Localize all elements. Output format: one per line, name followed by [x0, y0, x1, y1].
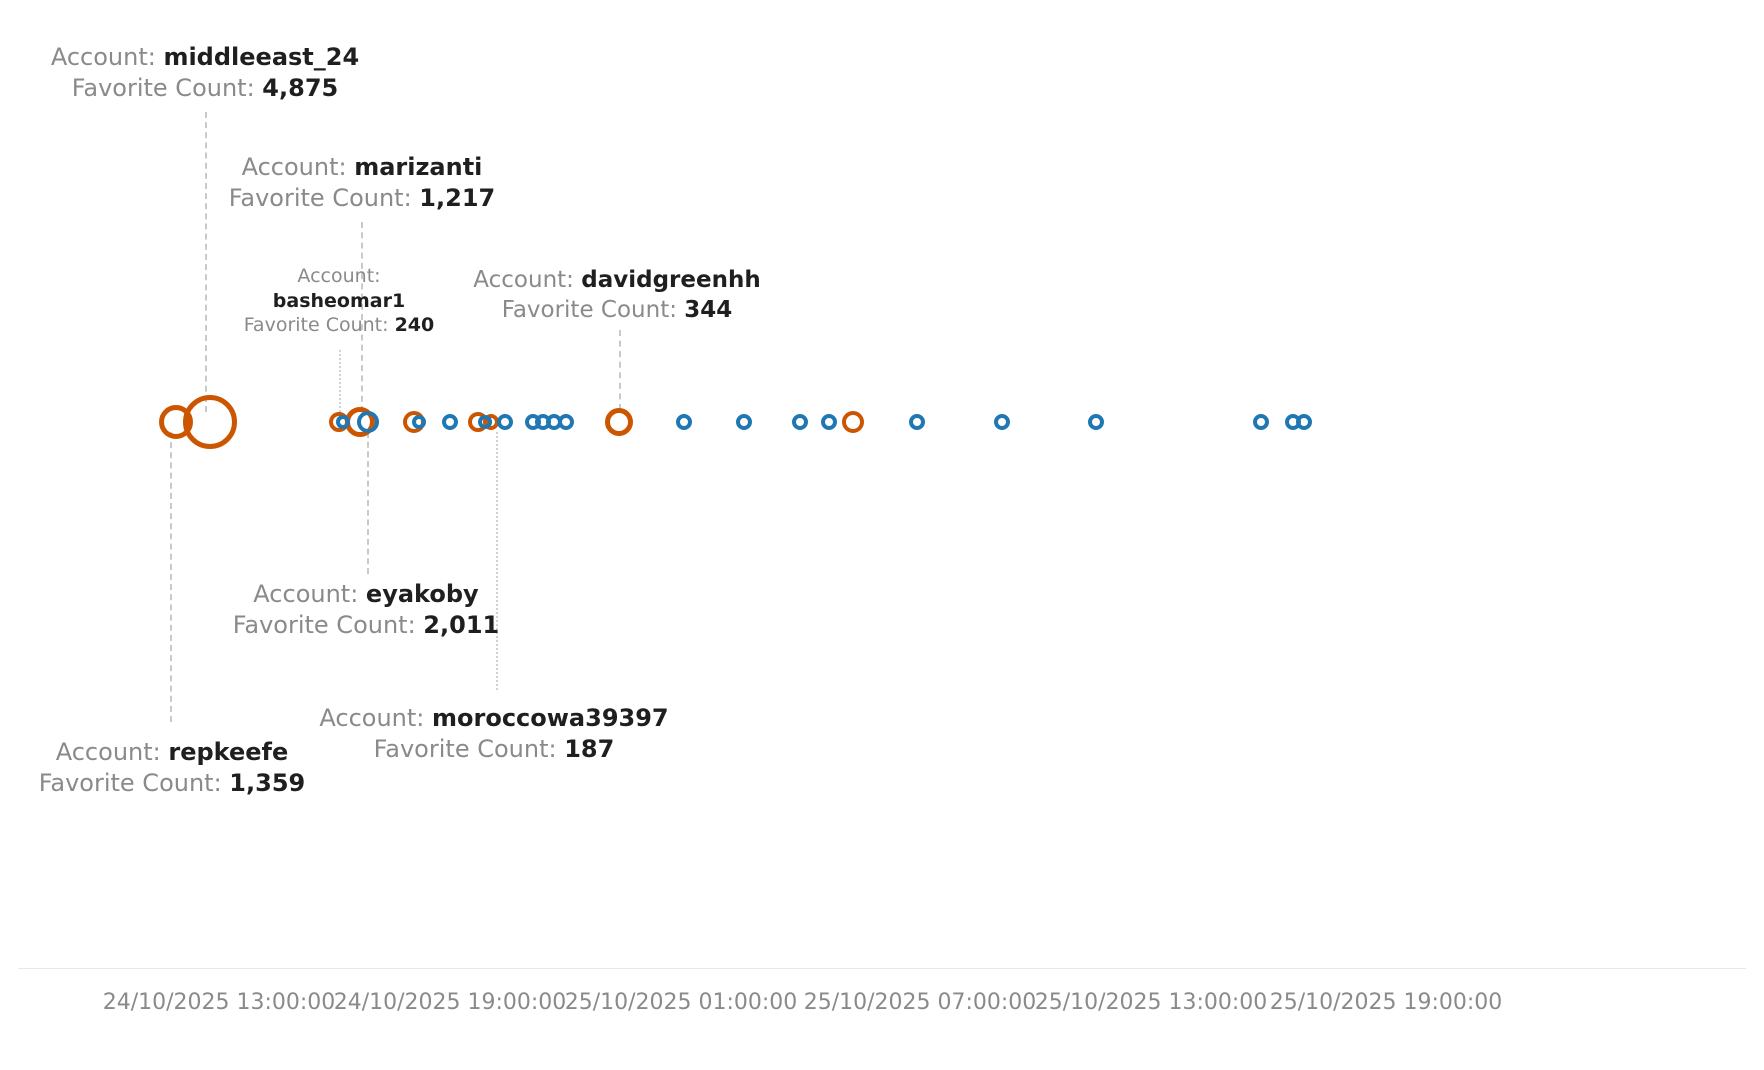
data-point-marker[interactable] — [676, 414, 692, 430]
annotation-account-name: basheomar1 — [272, 289, 406, 312]
annotation-davidgreenhh: Account: davidgreenhh Favorite Count: 34… — [473, 266, 760, 326]
data-point-marker[interactable] — [1253, 414, 1269, 430]
annotation-favorite-line: Favorite Count: 1,359 — [38, 769, 306, 798]
data-point-marker[interactable] — [821, 414, 837, 430]
leader-line-marizanti — [361, 222, 363, 412]
annotation-favorite-line: Favorite Count: 4,875 — [71, 74, 339, 103]
annotation-favorite-line: Favorite Count: 344 — [501, 296, 733, 323]
data-point-marker[interactable] — [497, 414, 513, 430]
leader-line-eyakoby — [367, 432, 369, 574]
annotation-basheomar1: Account: basheomar1 Favorite Count: 240 — [244, 264, 435, 338]
data-point-marker[interactable] — [183, 395, 237, 449]
x-axis-tick-label: 25/10/2025 01:00:00 — [564, 990, 798, 1015]
data-point-marker[interactable] — [558, 414, 574, 430]
annotation-account-line: Account: repkeefe — [55, 738, 289, 766]
annotation-favorite-line: Favorite Count: 240 — [243, 314, 435, 337]
data-point-marker[interactable] — [994, 414, 1010, 430]
data-point-marker[interactable] — [1296, 414, 1312, 430]
data-point-marker[interactable] — [736, 414, 752, 430]
data-point-marker[interactable] — [412, 415, 426, 429]
data-point-marker[interactable] — [442, 414, 458, 430]
annotation-account-line: Account: middleeast_24 — [50, 43, 360, 71]
data-point-marker[interactable] — [478, 415, 492, 429]
data-point-marker[interactable] — [357, 411, 379, 433]
data-point-marker[interactable] — [792, 414, 808, 430]
data-point-marker[interactable] — [336, 415, 350, 429]
x-axis-tick-label: 24/10/2025 19:00:00 — [333, 990, 567, 1015]
leader-line-davidgreenhh — [619, 330, 621, 410]
leader-line-repkeefe — [170, 432, 172, 722]
annotation-eyakoby: Account: eyakoby Favorite Count: 2,011 — [233, 579, 499, 641]
annotation-repkeefe: Account: repkeefe Favorite Count: 1,359 — [39, 737, 305, 799]
leader-line-basheomar1 — [339, 350, 341, 412]
data-point-marker[interactable] — [1088, 414, 1104, 430]
data-point-marker[interactable] — [842, 411, 864, 433]
annotation-favorite-line: Favorite Count: 2,011 — [232, 611, 500, 640]
leader-line-moroccowa39397 — [496, 432, 498, 690]
annotation-account-line: Account: moroccowa39397 — [319, 704, 669, 732]
annotation-account-line: Account: davidgreenhh — [473, 267, 761, 293]
x-axis-tick-label: 25/10/2025 19:00:00 — [1269, 990, 1503, 1015]
annotation-account-line: Account: marizanti — [241, 153, 483, 181]
x-axis-tick-label: 24/10/2025 13:00:00 — [102, 990, 336, 1015]
x-axis-tick-label: 25/10/2025 07:00:00 — [803, 990, 1037, 1015]
annotation-account-label: Account: — [297, 265, 381, 287]
leader-line-middleeast24 — [205, 112, 207, 412]
annotation-marizanti: Account: marizanti Favorite Count: 1,217 — [229, 152, 495, 214]
x-axis-tick-label: 25/10/2025 13:00:00 — [1034, 990, 1268, 1015]
x-axis-line — [18, 968, 1746, 969]
annotation-favorite-line: Favorite Count: 1,217 — [228, 184, 496, 213]
data-point-marker[interactable] — [909, 414, 925, 430]
annotation-account-line: Account: eyakoby — [253, 580, 479, 608]
annotation-favorite-line: Favorite Count: 187 — [373, 735, 615, 764]
annotation-moroccowa39397: Account: moroccowa39397 Favorite Count: … — [319, 703, 668, 765]
annotation-middleeast24: Account: middleeast_24 Favorite Count: 4… — [51, 42, 359, 104]
data-point-marker[interactable] — [605, 408, 633, 436]
